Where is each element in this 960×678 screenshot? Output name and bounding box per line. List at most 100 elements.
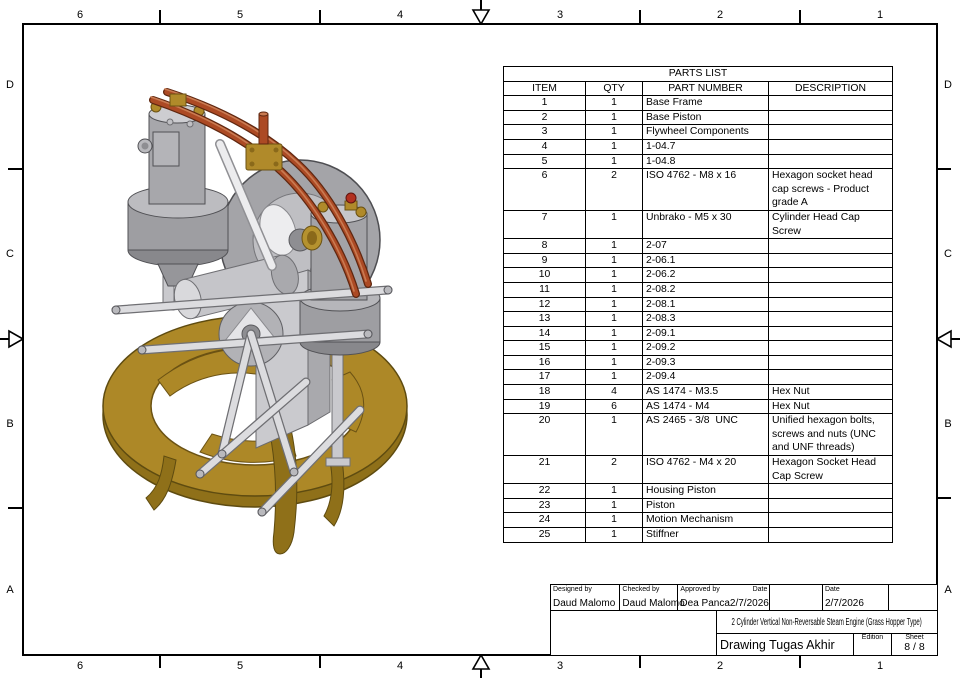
date1-label: Date — [752, 586, 768, 593]
designed-by-label: Designed by — [553, 586, 592, 593]
parts-row: 12 1 2-08.1 — [503, 296, 894, 313]
parts-row: 14 1 2-09.1 — [503, 325, 894, 342]
base-frame-ring — [102, 315, 408, 555]
cell-item: 13 — [503, 311, 586, 327]
cell-qty: 1 — [585, 138, 643, 155]
parts-row: 13 1 2-08.3 — [503, 311, 894, 327]
cell-item: 11 — [503, 281, 586, 298]
zone-tick — [159, 10, 161, 23]
parts-row: 16 1 2-09.3 — [503, 354, 894, 371]
cell-part-number: 2-07 — [642, 238, 769, 254]
sheet-cell: Sheet 8 / 8 — [892, 634, 937, 655]
parts-row: 21 2 ISO 4762 - M4 x 20 Hexagon Socket H… — [503, 455, 894, 485]
parts-row: 7 1 Unbrako - M5 x 30 Cylinder Head Cap … — [503, 209, 894, 240]
col-header-part-number: PART NUMBER — [642, 80, 769, 97]
zone-label-left-A: A — [6, 584, 14, 596]
cell-qty: 1 — [585, 267, 643, 283]
parts-row: 5 1 1-04.8 — [503, 153, 894, 170]
center-arrow-top-icon — [471, 0, 491, 25]
parts-row: 23 1 Piston — [503, 497, 894, 514]
parts-row: 15 1 2-09.2 — [503, 340, 894, 356]
cell-description — [767, 95, 894, 111]
cell-item: 25 — [503, 527, 586, 543]
cell-qty: 6 — [585, 398, 643, 415]
zone-label-bottom-2: 2 — [716, 660, 724, 672]
cell-qty: 1 — [585, 340, 643, 356]
parts-row: 20 1 AS 2465 - 3/8 UNC Unified hexagon b… — [503, 413, 894, 457]
col-header-description: DESCRIPTION — [767, 80, 894, 97]
cell-qty: 1 — [585, 325, 643, 342]
checked-by-value: Daud Malomo — [622, 598, 685, 609]
zone-label-top-4: 4 — [396, 9, 404, 21]
parts-row: 10 1 2-06.2 — [503, 267, 894, 283]
zone-label-right-C: C — [944, 248, 952, 260]
cell-part-number: AS 2465 - 3/8 UNC — [642, 413, 769, 457]
drawing-name: Drawing Tugas Akhir — [717, 634, 854, 655]
cell-item: 19 — [503, 398, 586, 415]
col-header-item: ITEM — [503, 80, 586, 97]
cell-description — [767, 281, 894, 298]
parts-list-title: PARTS LIST — [502, 66, 894, 82]
cell-description — [767, 483, 894, 499]
designed-by-cell: Designed by Daud Malomo — [551, 585, 621, 610]
cell-part-number: 1-04.7 — [642, 138, 769, 155]
zone-label-left-D: D — [6, 79, 14, 91]
empty-cell — [770, 585, 823, 610]
cell-qty: 4 — [585, 384, 643, 400]
parts-row: 8 1 2-07 — [503, 238, 894, 254]
cell-description — [767, 340, 894, 356]
cell-item: 8 — [503, 238, 586, 254]
parts-row: 1 1 Base Frame — [503, 95, 894, 111]
cell-part-number: 1-04.8 — [642, 153, 769, 170]
cell-item: 10 — [503, 267, 586, 283]
cell-part-number: ISO 4762 - M4 x 20 — [642, 455, 769, 485]
cell-description — [767, 267, 894, 283]
cell-part-number: 2-09.2 — [642, 340, 769, 356]
zone-label-bottom-1: 1 — [876, 660, 884, 672]
zone-tick — [639, 655, 641, 668]
cell-description — [767, 512, 894, 528]
cell-description — [767, 238, 894, 254]
cell-part-number: 2-09.3 — [642, 354, 769, 371]
cell-part-number: AS 1474 - M3.5 — [642, 384, 769, 400]
cell-part-number: Base Piston — [642, 109, 769, 126]
cell-description — [767, 369, 894, 386]
left-cylinder — [127, 101, 229, 287]
cell-part-number: 2-08.3 — [642, 311, 769, 327]
checked-by-cell: Checked by Daud Malomo — [620, 585, 685, 610]
cell-part-number: ISO 4762 - M8 x 16 — [642, 168, 769, 211]
cell-qty: 1 — [585, 281, 643, 298]
cell-qty: 2 — [585, 168, 643, 211]
zone-tick — [639, 10, 641, 23]
title-block-empty-area — [551, 611, 717, 655]
edition-cell: Edition — [854, 634, 892, 655]
cell-item: 16 — [503, 354, 586, 371]
center-arrow-bottom-icon — [471, 654, 491, 678]
parts-row: 11 1 2-08.2 — [503, 281, 894, 298]
cell-item: 4 — [503, 138, 586, 155]
center-arrow-left-icon — [0, 329, 24, 349]
zone-label-right-B: B — [944, 418, 952, 430]
cell-qty: 1 — [585, 209, 643, 240]
cell-description: Unified hexagon bolts, screws and nuts (… — [767, 413, 894, 457]
cell-item: 3 — [503, 124, 586, 140]
cell-item: 22 — [503, 483, 586, 499]
cell-item: 1 — [503, 95, 586, 111]
sheet-label: Sheet — [905, 634, 924, 641]
parts-row: 4 1 1-04.7 — [503, 138, 894, 155]
title-block: Designed by Daud Malomo Checked by Daud … — [550, 584, 938, 656]
cell-item: 6 — [503, 168, 586, 211]
zone-label-top-5: 5 — [236, 9, 244, 21]
cell-description — [767, 325, 894, 342]
parts-row: 3 1 Flywheel Components — [503, 124, 894, 140]
sheet-value: 8 / 8 — [904, 641, 925, 653]
cell-description: Hexagon socket head cap screws - Product… — [767, 168, 894, 211]
zone-label-top-6: 6 — [76, 9, 84, 21]
zone-label-top-1: 1 — [876, 9, 884, 21]
cell-item: 5 — [503, 153, 586, 170]
date2-value: 2/7/2026 — [824, 598, 864, 609]
zone-label-bottom-6: 6 — [76, 660, 84, 672]
cell-qty: 1 — [585, 512, 643, 528]
zone-label-top-3: 3 — [556, 9, 564, 21]
cell-description — [767, 124, 894, 140]
